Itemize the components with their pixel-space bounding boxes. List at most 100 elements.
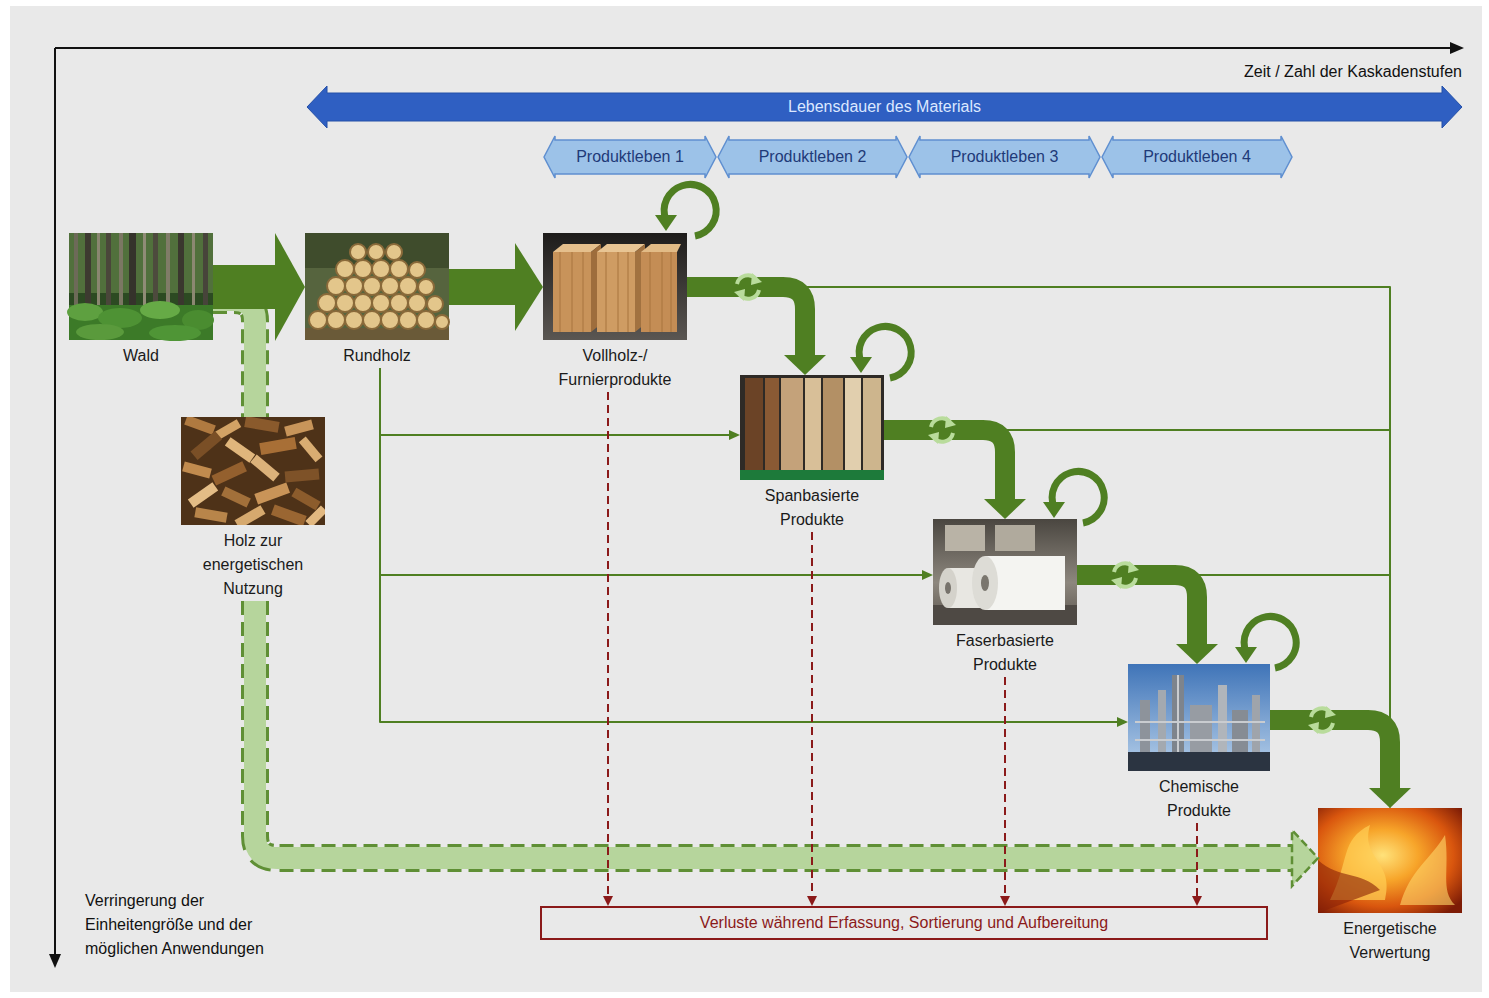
wood-chips-picture [285,469,320,483]
roundwood-picture [309,311,327,329]
roundwood-node: Rundholz [305,233,449,368]
chemical-product-node: Chemische Produkte [1128,664,1270,823]
paper-roll-picture [933,519,1077,625]
solid-wood-picture [606,252,607,332]
forest-picture [67,303,103,321]
flow-arrow [603,896,613,906]
roundwood-picture [390,260,408,278]
reuse-loop-symbol [1043,502,1065,518]
picture-space [543,233,687,340]
roundwood-picture [305,233,449,340]
refinery-picture [1128,752,1270,771]
paper-roll-picture [995,525,1035,551]
recycling-symbol [1325,706,1336,718]
flow-arrow [1077,575,1395,808]
flow-arrow [380,368,1128,727]
roundwood-picture [318,294,336,312]
flow-arrow [213,300,255,417]
recycling-symbol [751,273,762,285]
forest-node: Wald [69,233,213,368]
flow-arrow [1192,823,1202,906]
flow-arrow [1077,575,1390,798]
roundwood-picture [305,233,449,340]
wood-chips-picture [182,462,212,479]
forest-picture [149,325,201,341]
flow-arrow [687,287,805,356]
flow-arrow [1292,830,1318,886]
particle-board-picture [740,375,884,480]
flow-arrow [1196,823,1198,897]
flow-arrow [1117,717,1128,727]
particle-board-picture [823,378,843,470]
flow-arrow [884,430,1395,808]
roundwood-picture [390,294,408,312]
solid-wood-node: Vollholz-/ Furnierprodukte [543,233,687,392]
forest-picture [76,324,124,340]
flow-arrow [255,601,1318,886]
particle-board-picture [845,378,861,470]
wood-chips-picture [194,507,227,522]
solid-wood-picture [662,252,663,332]
roundwood-picture [363,277,381,295]
panel-ground [10,6,1482,992]
axis [49,42,1464,968]
picture-space [933,519,1077,625]
wood-chips-picture [184,417,216,435]
roundwood-picture [418,279,434,295]
fire-picture [1318,808,1462,913]
forest-picture [67,233,214,341]
flow-arrow [213,300,255,417]
wood-chips-picture [244,417,279,433]
chevron-shape [909,136,1100,178]
roundwood-picture [363,311,381,329]
recycling-symbol [1128,561,1139,573]
roundwood-picture [336,294,354,312]
wood-chips-picture [259,437,297,455]
paper-roll-picture [972,556,998,610]
particle-board-picture [863,378,881,470]
energy-recovery-node: Energetische Verwertung [1318,808,1462,965]
picture-space [305,233,449,340]
picture-space [1318,808,1462,913]
node-caption: Vollholz-/ Furnierprodukte [548,344,682,392]
roundwood-picture [345,311,363,329]
solid-wood-picture [671,252,672,332]
wood-chips-picture [225,437,255,462]
node-label: Produktleben 3 [951,145,1059,169]
refinery-picture [1135,721,1265,723]
roundwood-picture [417,311,435,329]
recycling-symbol [1308,722,1319,734]
solid-wood-picture [560,252,671,332]
fibre-product-node: Faserbasierte Produkte [933,519,1077,677]
wood-chips-picture [191,431,223,460]
roundwood-picture [399,311,417,329]
wood-chips-picture [188,482,218,507]
flow-arrow [1192,896,1202,906]
wood-chips-picture [299,436,323,462]
picture-space [69,233,213,340]
node-caption: Wald [74,344,208,368]
node-label: Lebensdauer des Materials [788,95,981,119]
roundwood-picture [309,244,449,329]
wood-chips-picture [254,482,290,504]
flow-arrow [275,233,305,341]
axis-label: Zeit / Zahl der Kaskadenstufen [1062,60,1462,84]
picture-space [740,375,884,480]
flow-arrow [515,243,543,331]
node-caption: Chemische Produkte [1133,775,1265,823]
flow-arrow [380,368,933,580]
roundwood-picture [372,260,390,278]
reuse-loop-symbol [850,357,872,373]
picture-space [1128,664,1270,771]
fire-picture [1400,835,1455,905]
solid-wood-picture [553,252,591,332]
solid-wood-picture [583,252,584,332]
node-label: Produktleben 4 [1143,145,1251,169]
recycling-symbol [734,273,762,301]
recycling-symbol [1308,706,1336,734]
roundwood-picture [427,296,443,312]
particle-board-picture [805,378,821,470]
axis [55,47,1452,49]
recycling-symbol [945,416,956,428]
